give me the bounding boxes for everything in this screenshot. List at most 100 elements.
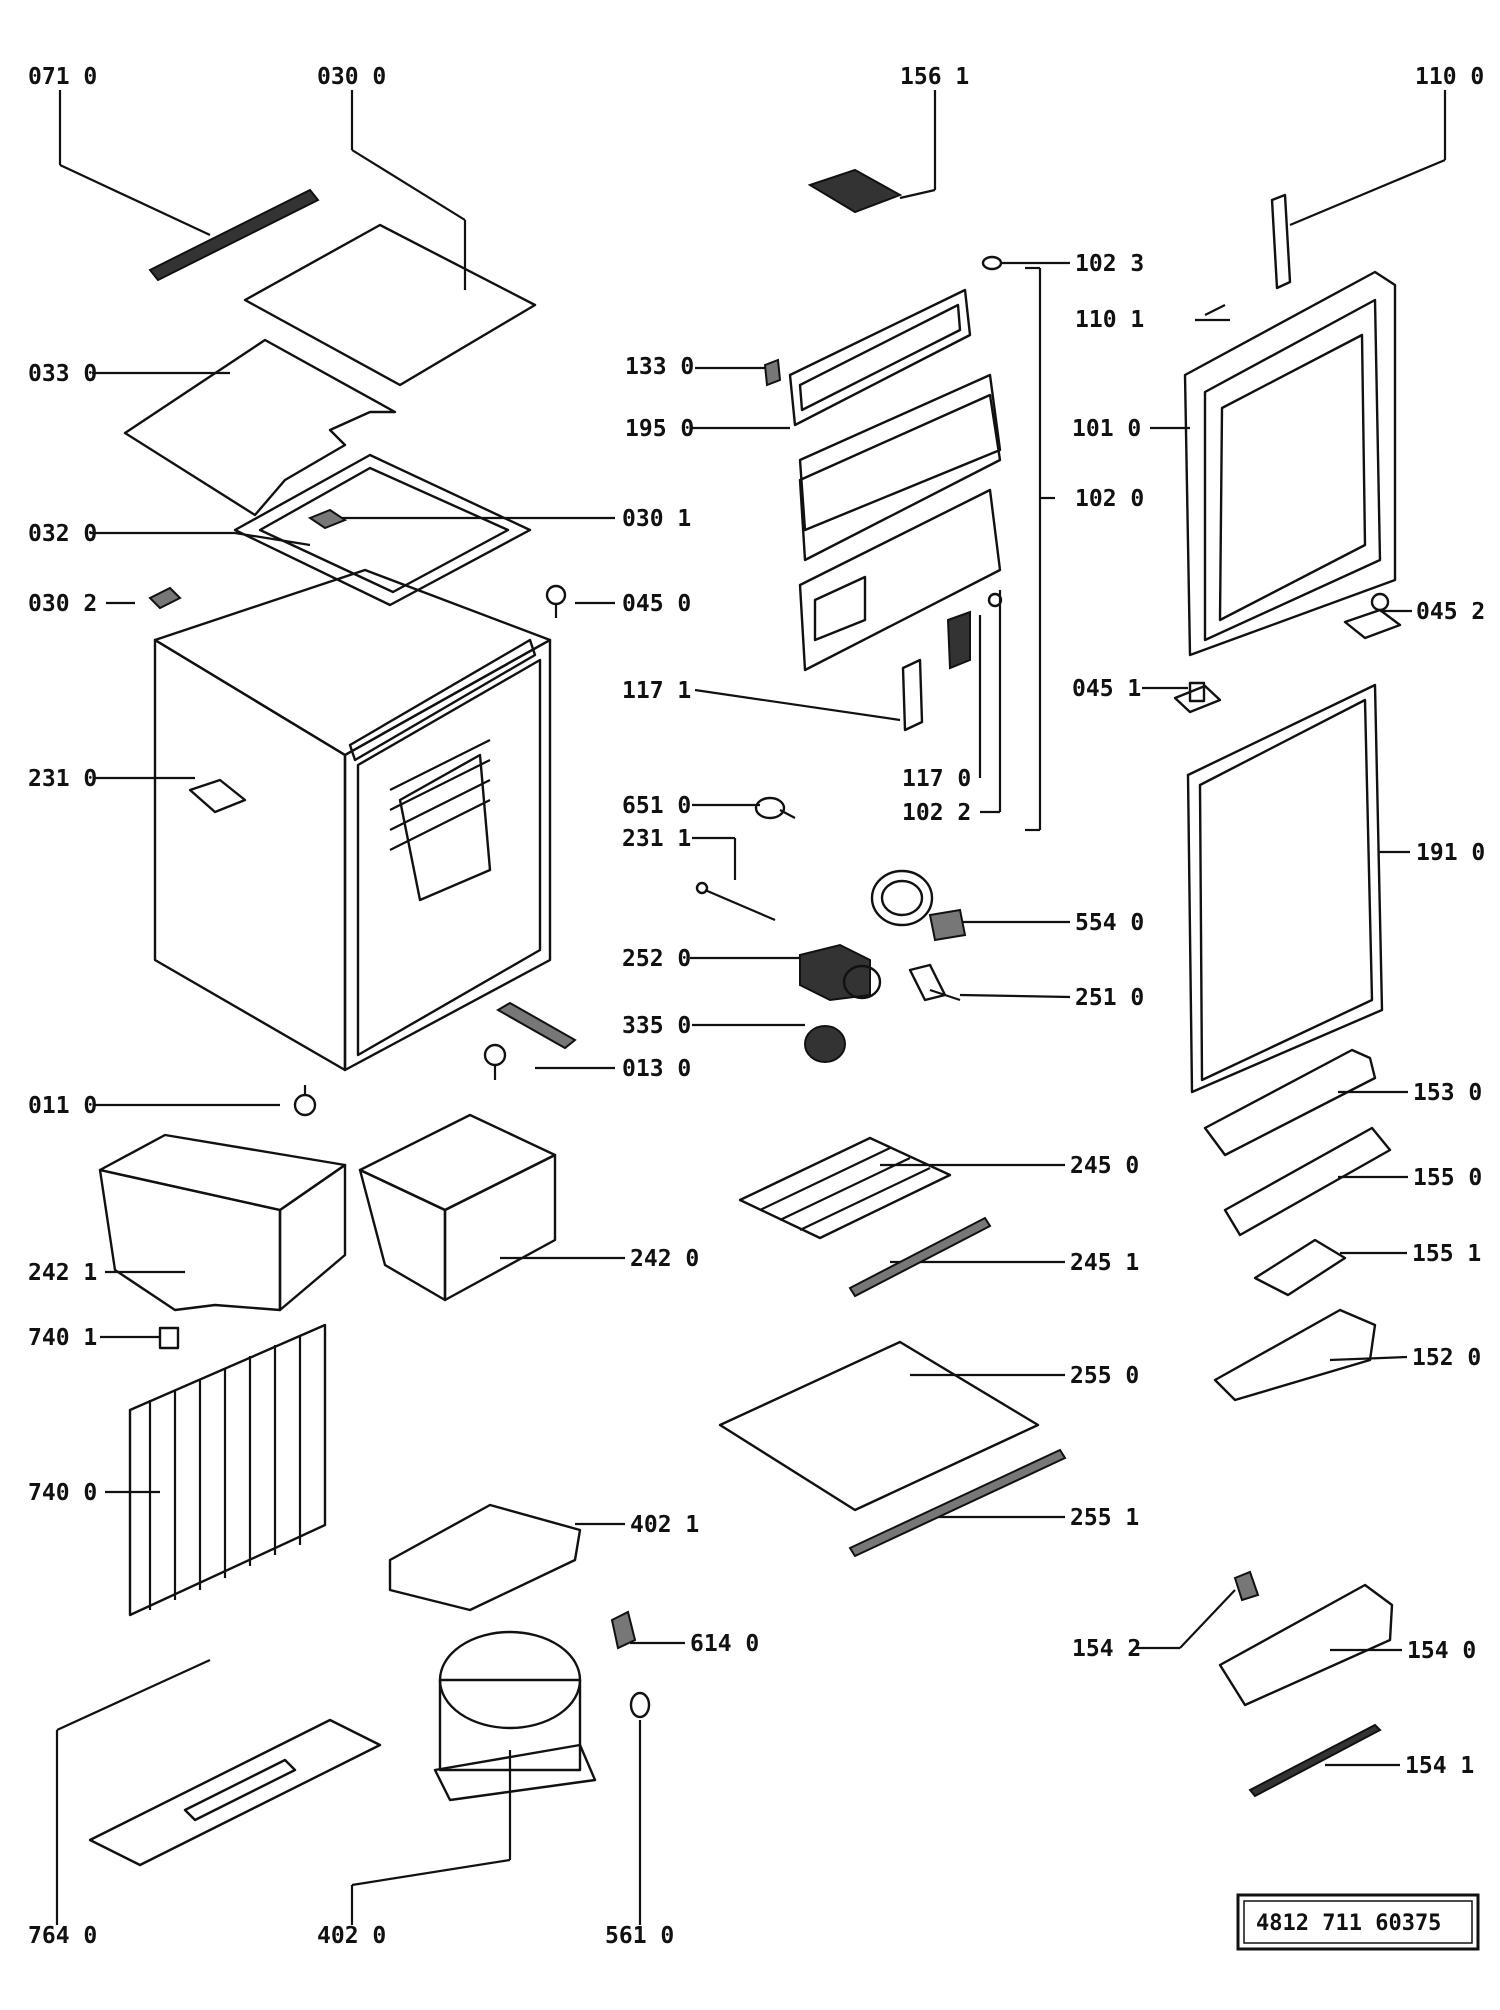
label-155-1: 155 1	[1412, 1241, 1481, 1267]
part-152-bottle-shelf	[1213, 1308, 1377, 1402]
part-labels: 071 0 030 0 156 1 110 0 102 3 110 1 133 …	[28, 64, 1485, 1949]
label-191-0: 191 0	[1416, 840, 1485, 866]
label-402-1: 402 1	[630, 1512, 699, 1538]
part-245-shelf-grid	[738, 1136, 952, 1240]
label-102-0: 102 0	[1075, 486, 1144, 512]
part-045-screw	[545, 584, 567, 618]
part-255-glass-shelf	[718, 1340, 1040, 1512]
part-011-foot	[293, 1085, 317, 1117]
part-030-1-clip	[307, 508, 348, 530]
part-740-condenser	[128, 1323, 327, 1617]
part-231-cabinet	[153, 568, 552, 1072]
part-154-door-bin	[1218, 1583, 1394, 1707]
label-242-1: 242 1	[28, 1260, 97, 1286]
part-101-door	[1183, 270, 1397, 657]
part-155-egg-tray	[1223, 1126, 1392, 1237]
label-154-1: 154 1	[1405, 1753, 1474, 1779]
part-614-relay	[610, 1610, 637, 1650]
part-561-plug	[629, 1691, 651, 1719]
label-651-0: 651 0	[622, 793, 691, 819]
label-110-1: 110 1	[1075, 307, 1144, 333]
document-number-box: 4812 711 60375	[1236, 1893, 1480, 1951]
label-252-0: 252 0	[622, 946, 691, 972]
label-102-2: 102 2	[902, 800, 971, 826]
label-251-0: 251 0	[1075, 985, 1144, 1011]
part-117-latch	[946, 592, 1003, 670]
part-033-shelf	[123, 338, 397, 517]
part-402-1-cover	[388, 1503, 582, 1612]
part-252-relay	[799, 943, 882, 1002]
part-154-2-clip	[1233, 1570, 1260, 1602]
part-102-3-knob	[981, 255, 1003, 271]
label-740-1: 740 1	[28, 1325, 97, 1351]
label-152-0: 152 0	[1412, 1345, 1481, 1371]
part-117-1-hinge	[901, 658, 924, 732]
label-045-0: 045 0	[622, 591, 691, 617]
label-117-0: 117 0	[902, 766, 971, 792]
part-030-2-clip	[148, 586, 182, 610]
label-030-1: 030 1	[622, 506, 691, 532]
part-013-hinge	[483, 1001, 577, 1080]
part-195-lid	[788, 288, 972, 427]
label-071-0: 071 0	[28, 64, 97, 90]
part-242-1-crisper	[98, 1133, 347, 1312]
part-156-1-tray	[807, 168, 903, 214]
label-231-0: 231 0	[28, 766, 97, 792]
part-155-1-egg-insert	[1253, 1238, 1347, 1297]
label-154-0: 154 0	[1407, 1638, 1476, 1664]
part-110-handle	[1270, 193, 1292, 290]
label-561-0: 561 0	[605, 1923, 674, 1949]
part-071-strip	[148, 188, 320, 282]
label-030-0: 030 0	[317, 64, 386, 90]
label-255-1: 255 1	[1070, 1505, 1139, 1531]
label-255-0: 255 0	[1070, 1363, 1139, 1389]
part-045-2-hinge	[1343, 592, 1402, 640]
label-102-3: 102 3	[1075, 251, 1144, 277]
label-032-0: 032 0	[28, 521, 97, 547]
part-242-crisper	[358, 1113, 557, 1302]
part-764-mount	[88, 1718, 382, 1867]
label-335-0: 335 0	[622, 1013, 691, 1039]
part-554-thermostat	[870, 869, 967, 942]
label-030-2: 030 2	[28, 591, 97, 617]
part-102-evaporator-door	[798, 373, 1002, 672]
part-133-clip	[763, 358, 782, 387]
label-156-1: 156 1	[900, 64, 969, 90]
part-153-shelf	[1203, 1048, 1377, 1157]
part-245-1-trim	[848, 1216, 992, 1298]
part-651-lamp	[754, 796, 796, 820]
label-033-0: 033 0	[28, 361, 97, 387]
label-117-1: 117 1	[622, 678, 691, 704]
part-740-1-clip	[158, 1326, 180, 1350]
part-191-gasket	[1186, 683, 1384, 1094]
label-764-0: 764 0	[28, 1923, 97, 1949]
label-013-0: 013 0	[622, 1056, 691, 1082]
label-554-0: 554 0	[1075, 910, 1144, 936]
document-number: 4812 711 60375	[1256, 1911, 1441, 1936]
part-335-knob	[804, 1025, 846, 1063]
label-101-0: 101 0	[1072, 416, 1141, 442]
part-231-1-sensor	[695, 881, 776, 922]
label-155-0: 155 0	[1413, 1165, 1482, 1191]
label-110-0: 110 0	[1415, 64, 1484, 90]
label-045-1: 045 1	[1072, 676, 1141, 702]
label-402-0: 402 0	[317, 1923, 386, 1949]
label-153-0: 153 0	[1413, 1080, 1482, 1106]
label-011-0: 011 0	[28, 1093, 97, 1119]
label-245-1: 245 1	[1070, 1250, 1139, 1276]
label-195-0: 195 0	[625, 416, 694, 442]
label-242-0: 242 0	[630, 1246, 699, 1272]
label-231-1: 231 1	[622, 826, 691, 852]
part-110-1-pin	[1204, 304, 1226, 316]
label-154-2: 154 2	[1072, 1636, 1141, 1662]
part-154-1-strip	[1248, 1723, 1382, 1798]
part-255-1-trim	[848, 1448, 1067, 1558]
part-030-sheet	[243, 223, 537, 387]
part-045-1-hinge	[1173, 681, 1222, 714]
part-402-compressor	[433, 1630, 597, 1802]
label-614-0: 614 0	[690, 1631, 759, 1657]
part-251-bracket	[908, 963, 961, 1002]
label-133-0: 133 0	[625, 354, 694, 380]
label-740-0: 740 0	[28, 1480, 97, 1506]
